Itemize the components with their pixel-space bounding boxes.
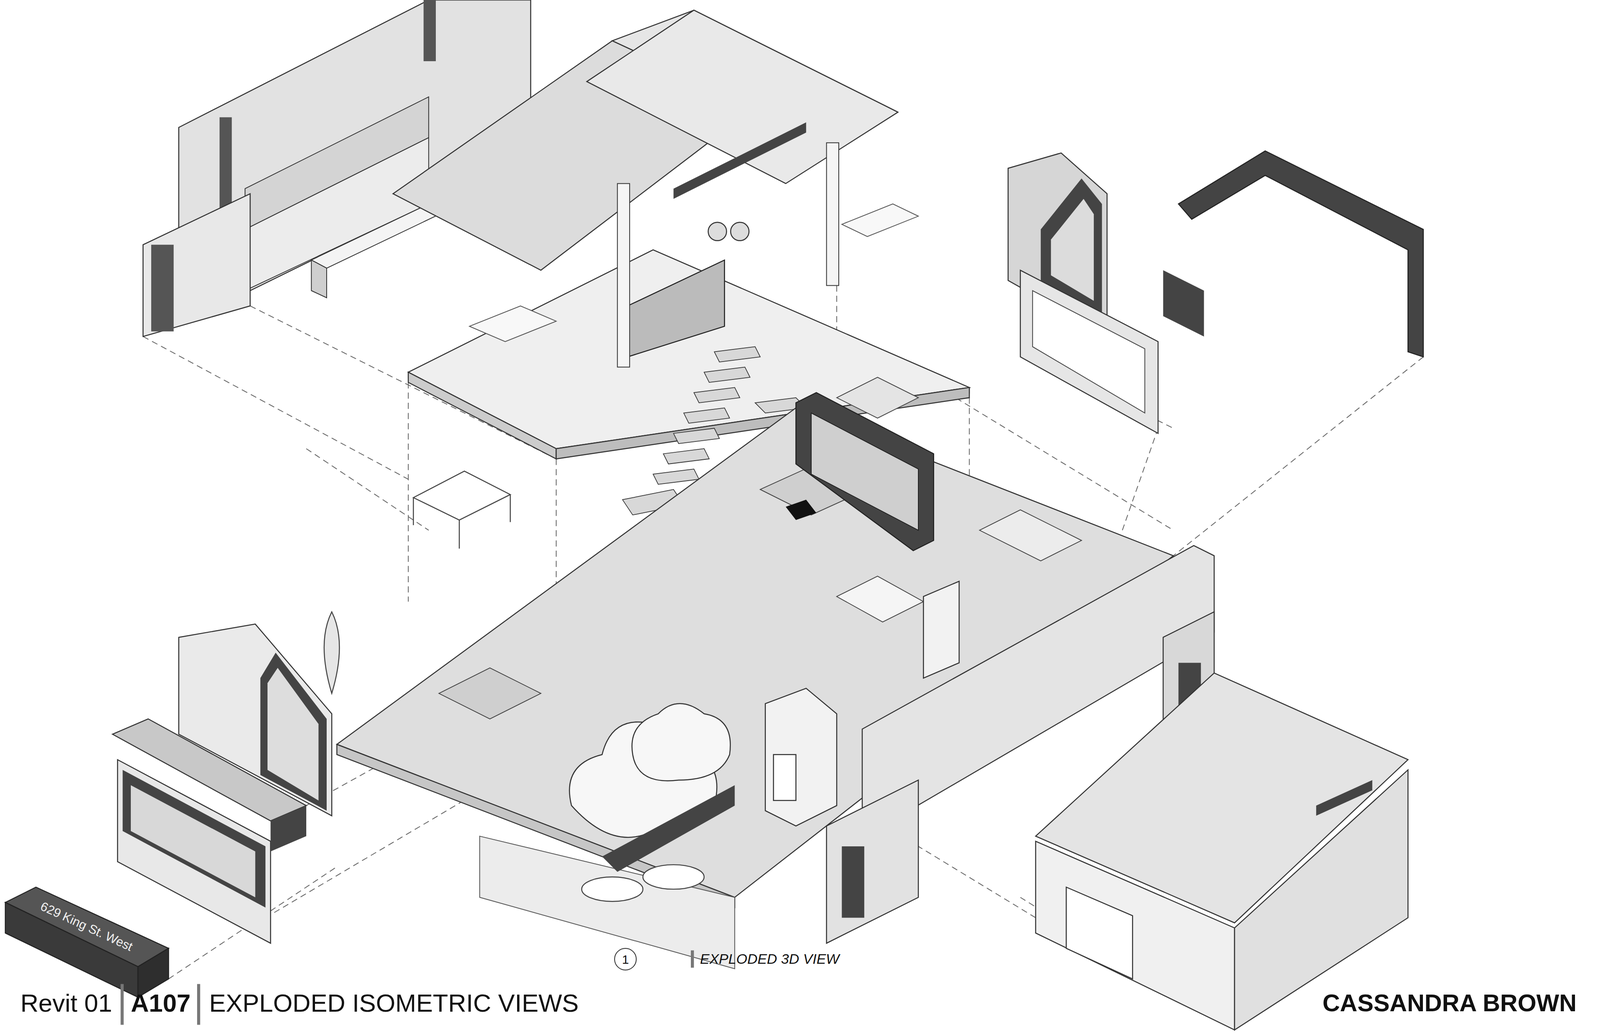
sheet-title: EXPLODED ISOMETRIC VIEWS (209, 990, 579, 1018)
callout-circle: 1 (614, 948, 637, 971)
sheet-number: A107 (130, 990, 191, 1018)
project-label: Revit 01 (20, 990, 113, 1018)
view-caption: EXPLODED 3D VIEW (700, 951, 840, 968)
callout-number: 1 (622, 952, 630, 967)
author-name: CASSANDRA BROWN (1322, 990, 1577, 1017)
